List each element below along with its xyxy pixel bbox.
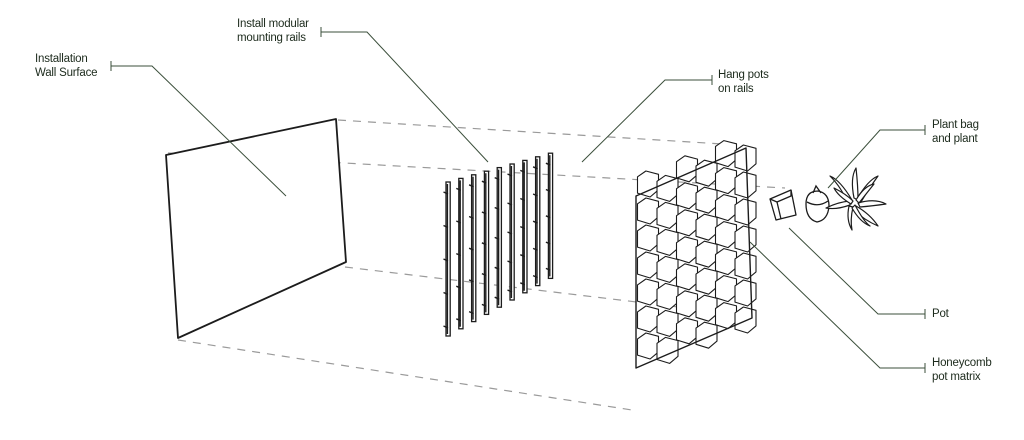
rail	[507, 163, 515, 301]
label-hang-pots: Hang pots on rails	[718, 69, 769, 95]
honeycomb-cell	[695, 321, 718, 349]
honeycomb-cell	[734, 252, 757, 280]
honeycomb-cell	[675, 317, 699, 345]
honeycomb-cell	[675, 290, 699, 318]
honeycomb-cell	[714, 302, 738, 330]
honeycomb-cell	[656, 282, 679, 310]
honeycomb-cell	[734, 144, 757, 172]
honeycomb-frame	[635, 147, 753, 369]
honeycomb-cell	[714, 275, 738, 303]
leader-pot	[788, 227, 925, 315]
mounting-rails	[443, 152, 554, 337]
honeycomb-cell	[636, 224, 660, 252]
honeycomb-cell	[636, 170, 660, 198]
honeycomb-cell	[656, 228, 679, 256]
rail	[494, 166, 503, 308]
leader-rails	[321, 31, 489, 163]
rail	[520, 159, 528, 294]
plant-icon	[825, 167, 887, 231]
leader-hang	[581, 79, 712, 163]
leader-bag	[827, 129, 925, 189]
honeycomb-matrix	[635, 140, 757, 369]
honeycomb-cell	[714, 221, 738, 249]
label-honeycomb-matrix: Honeycomb pot matrix	[932, 357, 992, 383]
honeycomb-cell	[656, 201, 679, 229]
honeycomb-cell	[636, 332, 660, 360]
rail	[545, 152, 554, 280]
rail	[443, 181, 451, 337]
honeycomb-cell	[656, 336, 679, 364]
honeycomb-cell	[734, 171, 757, 199]
honeycomb-cell	[656, 255, 679, 283]
guide-bottom	[177, 339, 633, 411]
honeycomb-cell	[675, 209, 699, 237]
honeycomb-cell	[656, 309, 679, 337]
honeycomb-cell	[695, 294, 718, 322]
honeycomb-cell	[734, 306, 757, 334]
honeycomb-cell	[714, 167, 738, 195]
honeycomb-cell	[636, 305, 660, 333]
honeycomb-cell	[695, 186, 718, 214]
honeycomb-cell	[695, 213, 718, 241]
leader-wall	[111, 65, 287, 197]
honeycomb-cell	[675, 182, 699, 210]
guide-top	[337, 119, 739, 146]
label-wall-surface: Installation Wall Surface	[35, 53, 98, 79]
honeycomb-cell	[695, 267, 718, 295]
honeycomb-cell	[695, 159, 718, 187]
label-pot: Pot	[932, 308, 949, 320]
honeycomb-cell	[734, 225, 757, 253]
leader-matrix	[749, 241, 925, 369]
rail	[468, 174, 477, 323]
honeycomb-cell	[636, 251, 660, 279]
honeycomb-cell	[675, 236, 699, 264]
honeycomb-cell	[714, 194, 738, 222]
honeycomb-cell	[734, 279, 757, 307]
honeycomb-cell	[675, 155, 699, 183]
honeycomb-cell	[695, 240, 718, 268]
leader-lines	[110, 27, 926, 373]
rail	[532, 156, 541, 287]
rail	[481, 170, 490, 316]
honeycomb-cell	[714, 248, 738, 276]
label-mounting-rails: Install modular mounting rails	[237, 18, 309, 44]
honeycomb-cell	[675, 263, 699, 291]
label-plant-bag: Plant bag and plant	[932, 119, 979, 145]
plant-bag-icon	[805, 184, 830, 223]
honeycomb-cell	[636, 278, 660, 306]
wall-surface	[165, 118, 347, 339]
honeycomb-cell	[636, 197, 660, 225]
pot-icon	[769, 189, 797, 221]
rail	[456, 177, 464, 330]
guide-upper	[167, 152, 786, 189]
honeycomb-cell	[734, 198, 757, 226]
